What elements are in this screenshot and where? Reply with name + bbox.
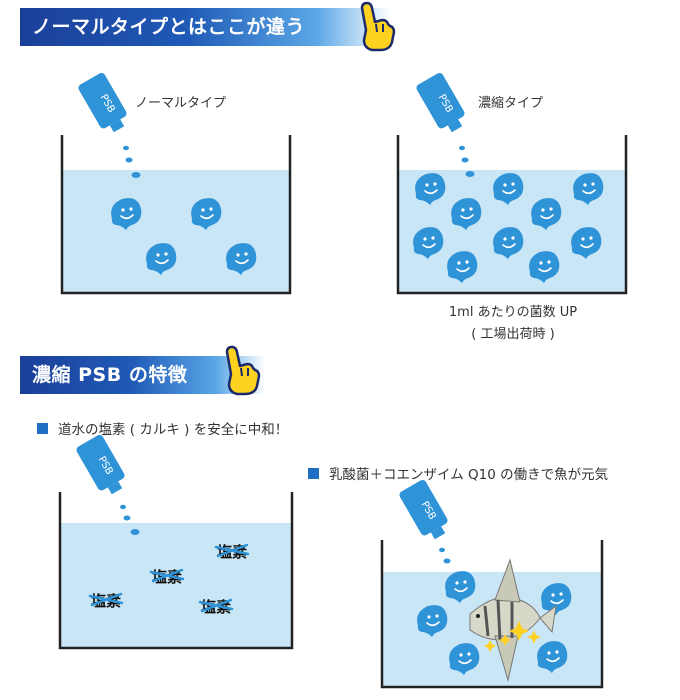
concentrated-type-label: 濃縮タイプ	[478, 96, 544, 111]
sparkle-icon	[484, 621, 541, 652]
feature-point-chlorine: 道水の塩素 ( カルキ ) を安全に中和！	[37, 418, 288, 438]
caption-line-2: ( 工場出荷時 )	[471, 327, 555, 342]
psb-bottle-icon: PSB	[399, 479, 448, 540]
crossed-out-chlorine-icon: 塩素	[214, 543, 250, 561]
chlorine-tank	[58, 492, 294, 650]
feature-point-lactic: 乳酸菌＋コエンザイム Q10 の働きで魚が元気	[308, 463, 608, 483]
normal-type-label: ノーマルタイプ	[135, 96, 227, 111]
caption-line-1: 1ml あたりの菌数 UP	[448, 305, 578, 320]
bacteria-count-caption: 1ml あたりの菌数 UP ( 工場出荷時 )	[400, 301, 626, 342]
section-banner-features: 濃縮 PSB の特徴	[20, 356, 265, 394]
feature-point-lactic-text: 乳酸菌＋コエンザイム Q10 の働きで魚が元気	[329, 467, 609, 483]
psb-bottle-icon: PSB	[78, 72, 127, 133]
fish-icon	[469, 558, 557, 682]
section-banner-differences: ノーマルタイプとはここが違う	[20, 8, 390, 46]
feature-point-chlorine-text: 道水の塩素 ( カルキ ) を安全に中和！	[58, 422, 289, 438]
section-title-differences: ノーマルタイプとはここが違う	[32, 16, 306, 38]
pointing-hand-icon	[360, 1, 396, 52]
crossed-out-chlorine-icon: 塩素	[149, 568, 185, 586]
crossed-out-chlorine-icon: 塩素	[88, 592, 124, 610]
pointing-hand-icon	[225, 345, 261, 396]
psb-bottle-icon: PSB	[76, 434, 125, 495]
comparison-illustration: PSB PSB	[60, 72, 628, 295]
bullet-square-icon	[308, 467, 319, 479]
crossed-out-chlorine-icon: 塩素	[198, 598, 234, 616]
normal-type-tank	[60, 135, 292, 295]
section-title-features: 濃縮 PSB の特徴	[32, 364, 188, 386]
bullet-square-icon	[37, 422, 48, 434]
psb-bottle-icon: PSB	[416, 72, 465, 133]
